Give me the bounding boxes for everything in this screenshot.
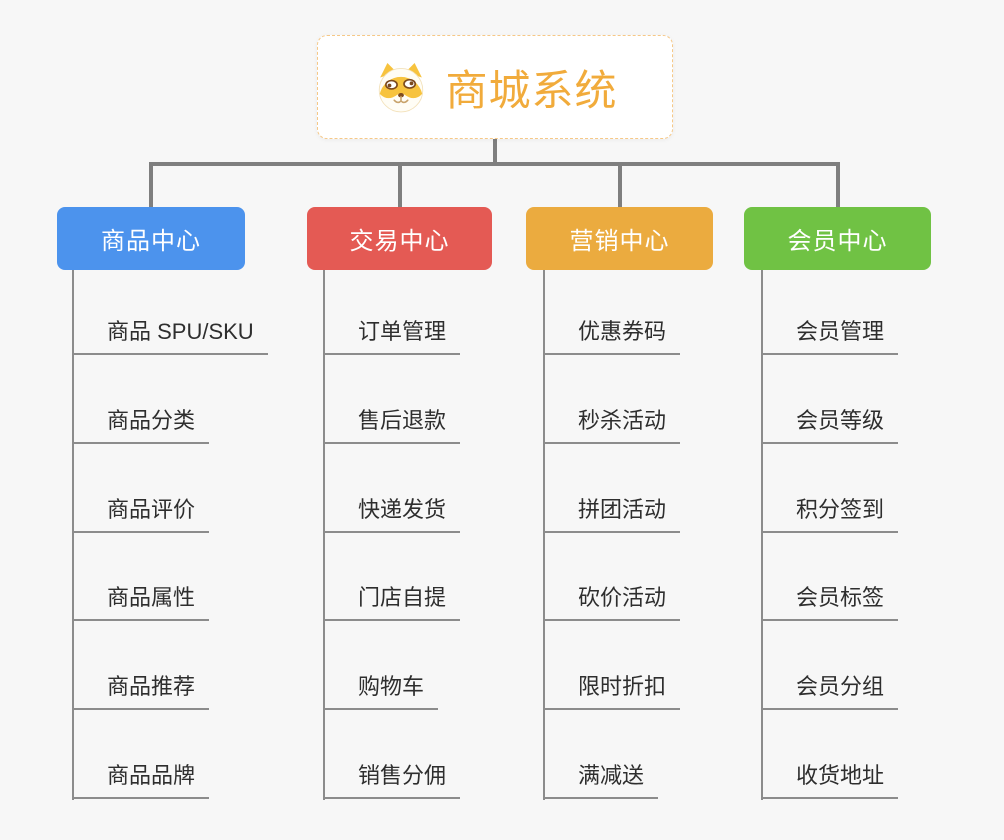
leaf-node[interactable]: 商品 SPU/SKU xyxy=(72,317,268,355)
connector-drop-product xyxy=(149,162,153,207)
branch-node-marketing-center[interactable]: 营销中心 xyxy=(526,207,713,270)
leaf-node[interactable]: 商品品牌 xyxy=(72,761,210,799)
leaf-node[interactable]: 砍价活动 xyxy=(543,583,681,621)
connector-drop-marketing xyxy=(618,162,622,207)
shiba-dog-icon xyxy=(372,60,430,115)
connector-root-stub xyxy=(493,139,497,166)
connector-bus xyxy=(149,162,840,166)
spine-member xyxy=(761,270,763,800)
spine-marketing xyxy=(543,270,545,800)
branch-node-trade-center[interactable]: 交易中心 xyxy=(307,207,492,270)
leaf-node[interactable]: 商品评价 xyxy=(72,495,210,533)
leaf-node[interactable]: 会员管理 xyxy=(761,317,899,355)
leaf-node[interactable]: 门店自提 xyxy=(323,583,461,621)
leaf-node[interactable]: 订单管理 xyxy=(323,317,461,355)
leaf-node[interactable]: 商品属性 xyxy=(72,583,210,621)
leaf-node[interactable]: 销售分佣 xyxy=(323,761,461,799)
leaf-node[interactable]: 满减送 xyxy=(543,761,659,799)
leaf-node[interactable]: 拼团活动 xyxy=(543,495,681,533)
leaf-node[interactable]: 会员分组 xyxy=(761,672,899,710)
branch-node-member-center[interactable]: 会员中心 xyxy=(744,207,931,270)
leaf-node[interactable]: 会员标签 xyxy=(761,583,899,621)
leaf-node[interactable]: 优惠券码 xyxy=(543,317,681,355)
leaf-node[interactable]: 会员等级 xyxy=(761,406,899,444)
leaf-node[interactable]: 收货地址 xyxy=(761,761,899,799)
leaf-node[interactable]: 快递发货 xyxy=(323,495,461,533)
leaf-node[interactable]: 秒杀活动 xyxy=(543,406,681,444)
connector-drop-trade xyxy=(398,162,402,207)
leaf-node[interactable]: 商品分类 xyxy=(72,406,210,444)
leaf-node[interactable]: 积分签到 xyxy=(761,495,899,533)
branch-node-product-center[interactable]: 商品中心 xyxy=(57,207,245,270)
leaf-node[interactable]: 售后退款 xyxy=(323,406,461,444)
spine-trade xyxy=(323,270,325,800)
spine-product xyxy=(72,270,74,800)
root-node[interactable]: 商城系统 xyxy=(317,35,673,139)
connector-drop-member xyxy=(836,162,840,207)
leaf-node[interactable]: 购物车 xyxy=(323,672,439,710)
leaf-node[interactable]: 商品推荐 xyxy=(72,672,210,710)
root-title: 商城系统 xyxy=(445,66,618,114)
leaf-node[interactable]: 限时折扣 xyxy=(543,672,681,710)
